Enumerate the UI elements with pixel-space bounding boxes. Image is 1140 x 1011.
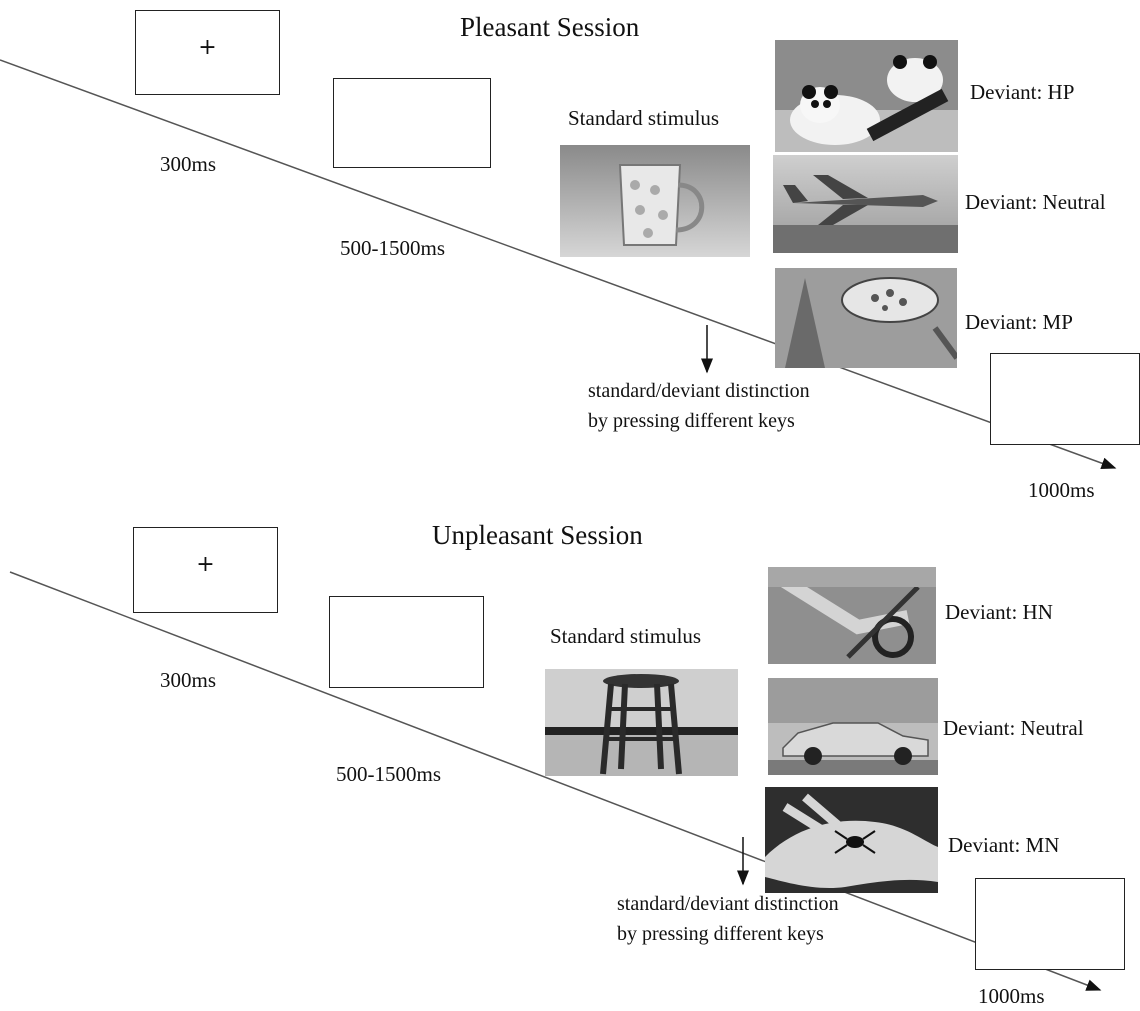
deviant-image-car [768,678,938,775]
blank-duration-label: 500-1500ms [340,236,445,260]
response-instruction: standard/deviant distinction by pressing… [617,889,839,949]
unpleasant-session: Unpleasant Session + 300ms 500-1500ms St… [0,510,1140,1011]
timeline-arrow [9,571,1102,991]
fixation-cross: + [196,552,215,577]
standard-stimulus-image-mug [560,145,750,257]
response-arrow [737,837,749,886]
fixation-duration-label: 300ms [160,152,217,176]
end-blank-frame [975,878,1125,970]
fixation-frame: + [135,10,280,95]
deviant-label-mn: Deviant: MN [948,833,1060,857]
deviant-label-hp: Deviant: HP [970,80,1075,104]
blank-frame [329,596,484,688]
response-instruction-line1: standard/deviant distinction [588,380,810,402]
session-title: Pleasant Session [460,12,640,42]
standard-stimulus-label: Standard stimulus [550,624,702,648]
deviant-label-mp: Deviant: MP [965,310,1073,334]
blank-duration-label: 500-1500ms [336,762,441,786]
deviant-image-hn [768,567,936,664]
deviant-image-pandas [775,40,958,152]
deviant-image-jet [773,155,958,253]
fixation-cross: + [198,35,217,60]
response-instruction-line1: standard/deviant distinction [617,893,839,915]
standard-stimulus-label: Standard stimulus [568,106,720,130]
end-duration-label: 1000ms [978,984,1045,1008]
deviant-label-neutral: Deviant: Neutral [965,190,1106,214]
deviant-image-spider-hand [765,787,938,893]
fixation-duration-label: 300ms [160,668,217,692]
response-instruction-line2: by pressing different keys [588,410,795,432]
fixation-frame: + [133,527,278,613]
response-instruction-line2: by pressing different keys [617,923,824,945]
end-duration-label: 1000ms [1028,478,1095,502]
blank-frame [333,78,491,168]
session-title: Unpleasant Session [432,520,643,550]
standard-stimulus-image-stool [545,669,738,776]
deviant-label-neutral: Deviant: Neutral [943,716,1084,740]
end-blank-frame [990,353,1140,445]
response-arrow [701,325,713,374]
pleasant-session: Pleasant Session + 300ms 500-1500ms Stan… [0,0,1140,502]
response-instruction: standard/deviant distinction by pressing… [588,376,810,436]
deviant-image-plate [775,268,957,368]
timeline-arrow [0,59,1117,469]
deviant-label-hn: Deviant: HN [945,600,1053,624]
